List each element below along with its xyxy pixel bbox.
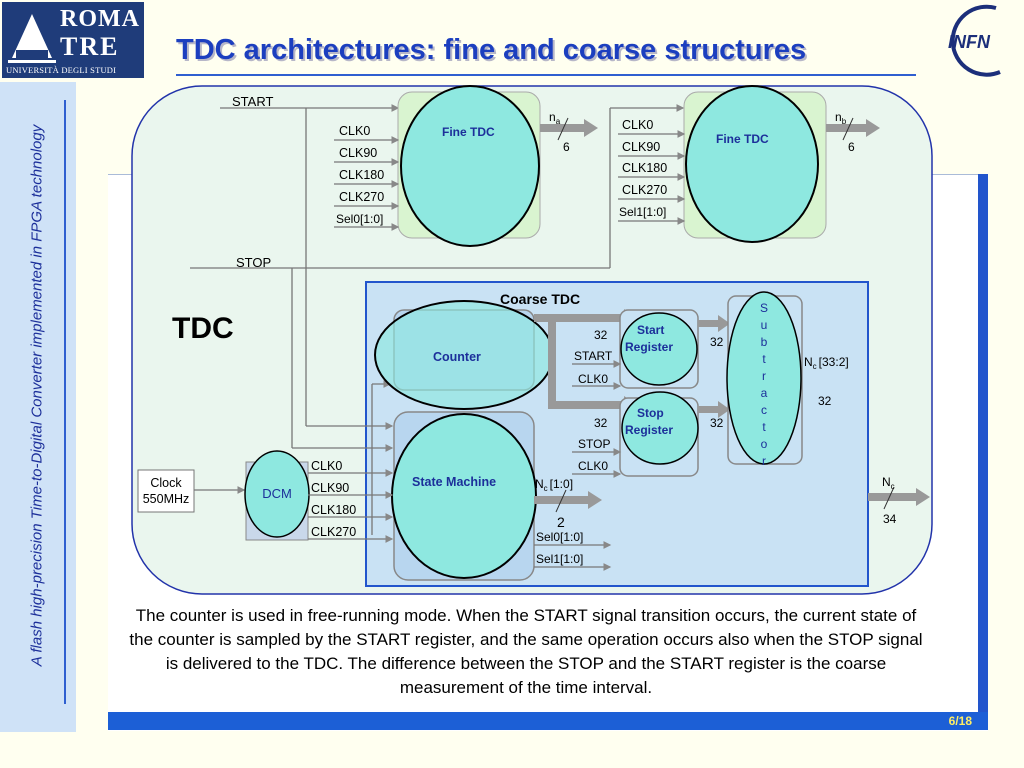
start-register-clk-input: CLK0 [578, 372, 608, 386]
counter-start-bus-width: 32 [594, 328, 608, 342]
dcm-output-clk: CLK90 [311, 481, 349, 495]
stop-register-label-2: Register [625, 423, 673, 437]
stop-register-output-width: 32 [710, 416, 724, 430]
subtractor-letter: c [761, 403, 767, 417]
subtractor-letter: r [762, 454, 766, 468]
start-register-node [620, 312, 698, 386]
subtractor-letter: r [762, 369, 766, 383]
stop-register-clk-input: CLK0 [578, 459, 608, 473]
subtractor-letter: u [761, 318, 768, 332]
fine-tdc-b-output-width: 6 [848, 140, 855, 154]
stop-register-label-1: Stop [637, 406, 664, 420]
sidebar-panel [0, 82, 76, 732]
infn-logo-text: INFN [948, 32, 991, 52]
infn-logo: INFN [948, 4, 1001, 77]
fine-tdc-b-input: CLK90 [622, 140, 660, 154]
sel0-output-label: Sel0[1:0] [536, 530, 583, 544]
subtractor-letter: t [762, 352, 766, 366]
roma-tre-logo: ROMA TRE UNIVERSITÀ DEGLI STUDI [2, 2, 144, 78]
fine-tdc-a-input: CLK0 [339, 124, 370, 138]
subtractor-letter: o [761, 437, 768, 451]
roma-tre-emblem [6, 6, 58, 64]
fine-tdc-a-input: CLK270 [339, 190, 384, 204]
final-output-width: 34 [883, 512, 897, 526]
logo-university-text: UNIVERSITÀ DEGLI STUDI [6, 65, 117, 75]
clock-source-box [137, 469, 195, 513]
final-output-label: Nc [882, 475, 895, 491]
state-machine-node [391, 413, 537, 579]
state-machine-output-label: Nc[1:0] [535, 477, 573, 493]
dcm-label: DCM [262, 486, 292, 501]
subtractor-output-width: 32 [818, 394, 832, 408]
dcm-node [244, 450, 310, 538]
sidebar-rule [64, 100, 66, 704]
coarse-tdc-title: Coarse TDC [500, 291, 580, 307]
fine-tdc-a-output-label: na [549, 110, 561, 126]
subtractor-letter: t [762, 420, 766, 434]
fine-tdc-a-title: Fine TDC [442, 125, 495, 139]
logo-roma-text: ROMA [60, 6, 140, 32]
fine-tdc-a-input: Sel0[1:0] [336, 212, 383, 226]
clock-source-label-2: 550MHz [143, 492, 190, 506]
slide-title: TDC architectures: fine and coarse struc… [176, 34, 807, 66]
fine-tdc-a-output-width: 6 [563, 140, 570, 154]
right-accent-strip [978, 174, 988, 716]
fine-tdc-b-input: CLK0 [622, 118, 653, 132]
fine-tdc-a-output-bus [540, 124, 584, 132]
clock-source-label-1: Clock [150, 476, 182, 490]
start-register-output-width: 32 [710, 335, 724, 349]
fine-tdc-a-input: CLK180 [339, 168, 384, 182]
fine-tdc-b-output-label: nb [835, 110, 847, 126]
counter-label: Counter [433, 350, 481, 364]
subtractor-node [726, 291, 802, 465]
fine-tdc-b-output-bus [826, 124, 866, 132]
subtractor-letter: a [761, 386, 768, 400]
subtractor-output-label: Nc[33:2] [804, 355, 849, 371]
start-register-label-1: Start [637, 323, 664, 337]
state-machine-label: State Machine [412, 475, 496, 489]
slide-caption: The counter is used in free-running mode… [129, 606, 923, 697]
tdc-label: TDC [172, 312, 234, 345]
dcm-output-clk: CLK0 [311, 459, 342, 473]
tdc-architecture-diagram: TDC Coarse TDC START STOP Fine TDC CLK0 … [131, 85, 933, 595]
fine-tdc-b-title: Fine TDC [716, 132, 769, 146]
page-number: 6/18 [948, 714, 972, 728]
fine-tdc-a-node [400, 85, 540, 247]
stop-register-node [621, 391, 699, 465]
start-register-start-input: START [574, 349, 613, 363]
fine-tdc-b-node [685, 85, 819, 243]
title-rule [176, 74, 916, 76]
subtractor-letter: b [761, 335, 768, 349]
footer-bar: 6/18 [108, 712, 988, 730]
subtractor-letter: S [760, 301, 768, 315]
stop-register-stop-input: STOP [578, 437, 610, 451]
fine-tdc-b-input: Sel1[1:0] [619, 205, 666, 219]
fine-tdc-b-input: CLK270 [622, 183, 667, 197]
sel1-output-label: Sel1[1:0] [536, 552, 583, 566]
final-output-bus [868, 493, 918, 501]
dcm-output-clk: CLK180 [311, 503, 356, 517]
stop-signal-label: STOP [236, 255, 271, 270]
logo-tre-text: TRE [60, 32, 120, 61]
fine-tdc-a-input: CLK90 [339, 146, 377, 160]
dcm-output-clk: CLK270 [311, 525, 356, 539]
start-stop-wiring [190, 104, 685, 535]
start-signal-label: START [232, 94, 273, 109]
fine-tdc-b-input: CLK180 [622, 161, 667, 175]
counter-stop-bus-width: 32 [594, 416, 608, 430]
start-register-label-2: Register [625, 340, 673, 354]
state-machine-output-width: 2 [557, 514, 565, 530]
